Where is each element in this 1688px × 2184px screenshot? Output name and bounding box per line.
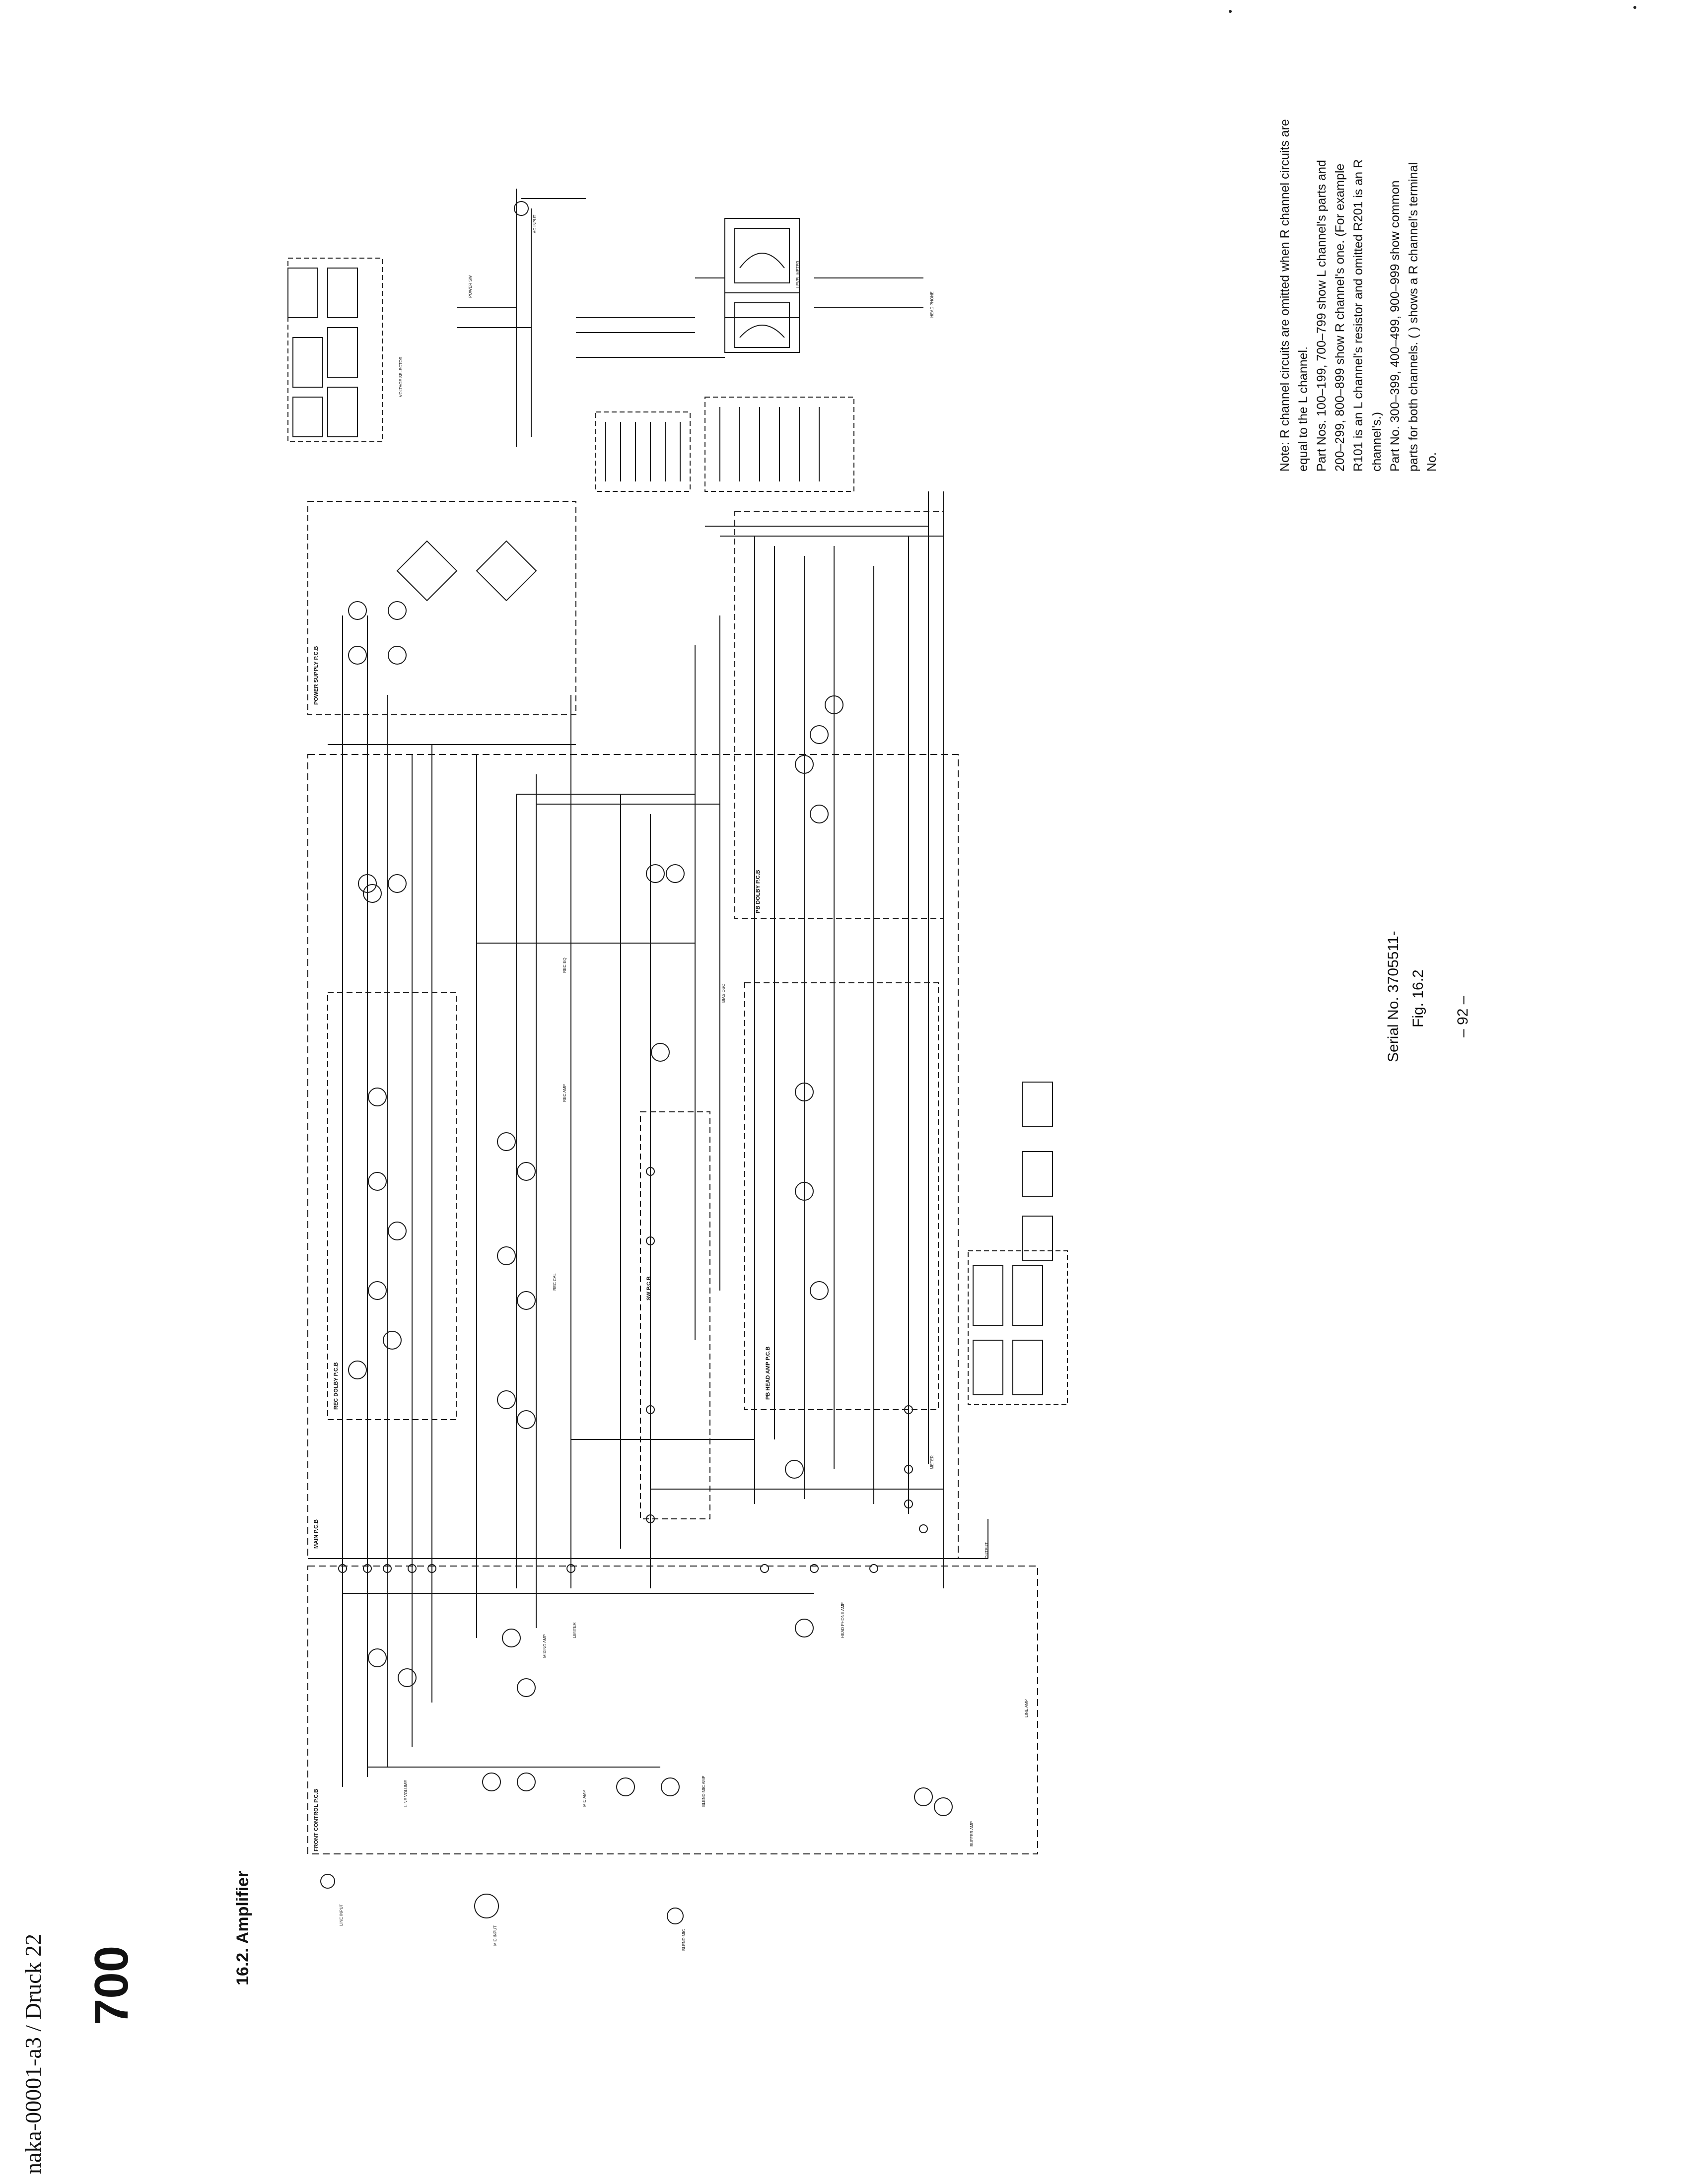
label-blend-mic-amp: BLEND MIC AMP: [702, 1775, 706, 1807]
label-buffer-amp: BUFFER AMP: [970, 1821, 974, 1846]
board-label-rec-dolby: REC DOLBY P.C.B: [333, 1362, 339, 1410]
label-output: OUTPUT: [985, 1542, 989, 1559]
label-line-volume: LINE VOLUME: [404, 1780, 408, 1807]
label-mic-amp: MIC AMP: [582, 1790, 587, 1807]
label-mixing-amp: MIXING AMP: [543, 1634, 547, 1658]
label-line-amp: LINE AMP: [1024, 1699, 1029, 1717]
board-label-pb-dolby: PB DOLBY P.C.B: [755, 870, 761, 913]
note-line: equal to the L channel.: [1296, 346, 1310, 472]
label-power-sw: POWER SW: [468, 275, 473, 298]
figure-label: Fig. 16.2: [1410, 969, 1426, 1027]
note-line: R101 is an L channel's resistor and omit…: [1351, 159, 1365, 472]
board-label-power-supply: POWER SUPPLY P.C.B: [313, 646, 319, 705]
note-line: 200–299, 800–899 show R channel's one. (…: [1333, 163, 1347, 472]
serial-number: Serial No. 3705511-: [1385, 931, 1402, 1062]
footer-label: naka-00001-a3 / Druck 22: [20, 1933, 46, 2174]
note-line: channel's.): [1370, 411, 1384, 472]
board-label-main: MAIN P.C.B: [313, 1519, 319, 1549]
label-level-meter: LEVEL METER: [796, 261, 800, 288]
label-bias-osc: BIAS OSC: [721, 984, 726, 1003]
note-line: parts for both channels. ( ) shows a R c…: [1407, 162, 1420, 472]
label-meter: METER: [930, 1455, 934, 1469]
label-limiter: LIMITER: [572, 1622, 577, 1638]
scan-speck: [1633, 6, 1636, 9]
scan-speck: [1229, 10, 1232, 13]
board-label-front-control: FRONT CONTROL P.C.B: [313, 1789, 319, 1851]
board-label-pb-head-amp: PB HEAD AMP P.C.B: [765, 1347, 771, 1400]
note-line: No.: [1425, 452, 1439, 472]
page-number: – 92 –: [1455, 996, 1471, 1037]
label-rec-cal: REC CAL: [553, 1273, 557, 1291]
label-head-phone-amp: HEAD PHONE AMP: [841, 1602, 845, 1638]
label-head-phone: HEAD PHONE: [930, 291, 934, 318]
note-line: Part Nos. 100–199, 700–799 show L channe…: [1315, 160, 1329, 472]
label-line-input: LINE INPUT: [339, 1904, 344, 1926]
note-line: Part No. 300–399, 400–499, 900–999 show …: [1388, 180, 1402, 472]
note-block: Note: R channel circuits are omitted whe…: [1276, 65, 1441, 472]
label-rec-eq: REC EQ: [563, 957, 567, 973]
note-line: Note: R channel circuits are omitted whe…: [1278, 119, 1292, 472]
label-mic-input: MIC INPUT: [493, 1925, 497, 1946]
model-number: 700: [85, 1945, 138, 2025]
section-heading: 16.2. Amplifier: [233, 1870, 252, 1985]
label-voltage-selector: VOLTAGE SELECTOR: [399, 356, 403, 397]
label-rec-amp: REC AMP: [563, 1084, 567, 1102]
label-blend-mic: BLEND MIC: [682, 1929, 686, 1951]
label-ac-input: AC INPUT: [533, 215, 537, 233]
board-label-sw: SW P.C.B: [646, 1276, 652, 1300]
